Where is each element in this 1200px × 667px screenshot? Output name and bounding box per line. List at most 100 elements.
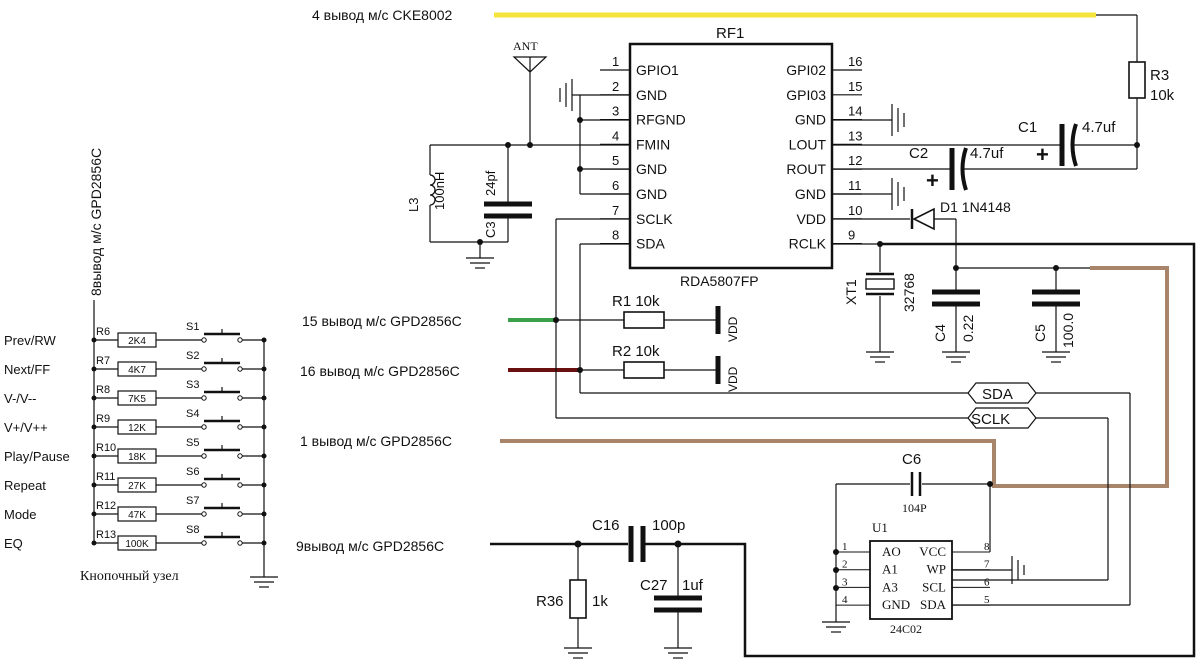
- rf1-pin-number: 16: [848, 54, 862, 69]
- u1-pin-name: SDA: [920, 597, 947, 612]
- r36-value-label: 1k: [592, 593, 608, 610]
- u1-pin-number: 6: [984, 576, 990, 588]
- button-switch-ref: S2: [186, 350, 199, 362]
- c1-plus-sign: +: [1036, 142, 1049, 167]
- rf1-pin-name: GPI03: [786, 87, 826, 103]
- c5-ref-label: C5: [1032, 324, 1048, 342]
- rf1-pin-number: 9: [848, 228, 855, 243]
- rf1-pin-name: FMIN: [636, 136, 670, 152]
- u1-pin-number: 4: [842, 594, 848, 606]
- u1-pin-number: 8: [984, 541, 990, 553]
- c3-ref-label: C3: [483, 221, 498, 238]
- u1-pin-number: 7: [984, 559, 990, 571]
- u1-pin-name: SCL: [922, 579, 946, 594]
- u1-pin-name: A1: [882, 562, 898, 577]
- r2-vdd-label: VDD: [726, 366, 740, 392]
- rf1-pin-name: GPI02: [786, 62, 826, 78]
- button-function-label: V-/V--: [4, 391, 37, 406]
- r3-ref-label: R3: [1150, 67, 1169, 84]
- gpd1-signal-line: [500, 266, 1169, 488]
- button-function-label: EQ: [4, 536, 23, 551]
- c2-plus-sign: +: [926, 168, 939, 193]
- button-resistor-ref: R6: [96, 326, 110, 338]
- button-resistor-value: 18K: [128, 452, 146, 463]
- u1-ground-symbol: [822, 621, 850, 633]
- rf1-pin-name: SDA: [636, 236, 665, 252]
- rf1-pin-name: ROUT: [786, 161, 826, 177]
- u1-pin-number: 1: [842, 541, 848, 553]
- r1-label: R1 10k: [612, 293, 660, 310]
- button-resistor-ref: R12: [96, 500, 116, 512]
- gpd9-connection-label: 9вывод м/с GPD2856C: [296, 538, 444, 554]
- button-resistor-ref: R8: [96, 384, 110, 396]
- button-switch-ref: S1: [186, 321, 199, 333]
- button-function-label: Mode: [4, 507, 37, 522]
- u1-wp-ground-symbol: [1011, 556, 1025, 584]
- rf1-pin-name: LOUT: [789, 136, 827, 152]
- button-resistor-value: 47K: [128, 510, 146, 521]
- xt1-value-label: 32768: [901, 273, 917, 312]
- u1-pin-name: WP: [927, 562, 947, 577]
- r3-value-label: 10k: [1150, 87, 1175, 104]
- gpd1-connection-label: 1 вывод м/с GPD2856C: [300, 433, 452, 449]
- button-switch-ref: S8: [186, 524, 199, 536]
- c4-ground-symbol: [942, 351, 970, 363]
- c27-value-label: 1uf: [682, 577, 704, 594]
- r36-ref-label: R36: [536, 593, 564, 610]
- button-block-caption: Кнопочный узел: [80, 569, 179, 584]
- c16-ref-label: C16: [592, 517, 620, 534]
- rf1-pin-number: 4: [612, 128, 619, 143]
- button-resistor-value: 12K: [128, 423, 146, 434]
- rf1-pin-number: 7: [612, 203, 619, 218]
- gpd16-connection-label: 16 вывод м/с GPD2856C: [300, 363, 460, 379]
- rf1-pin-name: RCLK: [789, 236, 827, 252]
- button-block-ground-symbol: [250, 576, 278, 588]
- c4-ref-label: C4: [932, 324, 948, 342]
- rf1-pin-name: GND: [636, 186, 667, 202]
- c3-value-label: 24pf: [483, 170, 498, 196]
- u1-ref-label: U1: [872, 520, 888, 535]
- rf1-pin-number: 13: [848, 128, 862, 143]
- button-function-label: Next/FF: [4, 362, 50, 377]
- rf1-pin-number: 11: [848, 178, 862, 193]
- c3-ground-symbol: [466, 257, 494, 269]
- u1-part-label-text: 24C02: [890, 622, 922, 636]
- rf1-pin-name: GPIO1: [636, 62, 679, 78]
- r1-resistor: [623, 311, 665, 329]
- button-switch-ref: S5: [186, 437, 199, 449]
- u1-pin-number: 3: [842, 576, 848, 588]
- rf1-pin-number: 3: [612, 104, 619, 119]
- button-function-label: Play/Pause: [4, 449, 70, 464]
- rf1-pin-name: GND: [795, 186, 826, 202]
- rfgnd-ground-symbol: [559, 79, 573, 111]
- button-function-label: V+/V++: [4, 420, 48, 435]
- c4-value-label: 0.22: [960, 315, 976, 342]
- rf1-pin-number: 6: [612, 178, 619, 193]
- c16-value-label: 100p: [652, 517, 685, 534]
- rf1-chip-body: [628, 42, 834, 270]
- xt1-ref-label: XT1: [843, 279, 859, 305]
- c5-value-label: 100.0: [1060, 313, 1076, 348]
- button-resistor-ref: R7: [96, 355, 110, 367]
- rf1-pin-name: VDD: [796, 211, 826, 227]
- c27-ref-label: C27: [640, 577, 668, 594]
- c1-value-label: 4.7uf: [1082, 119, 1116, 136]
- rf1-pin-name: SCLK: [636, 211, 673, 227]
- u1-pin-name: GND: [882, 597, 910, 612]
- rf1-pin-number: 15: [848, 79, 862, 94]
- button-resistor-ref: R10: [96, 442, 116, 454]
- button-resistor-ref: R13: [96, 529, 116, 541]
- gpd8-connection-label: 8вывод м/с GPD2856C: [88, 148, 104, 296]
- rf1-part-label: RDA5807FP: [680, 273, 759, 289]
- button-function-label: Repeat: [4, 478, 46, 493]
- r2-resistor: [623, 361, 665, 379]
- button-function-label: Prev/RW: [4, 333, 56, 348]
- gpd15-connection-label: 15 вывод м/с GPD2856C: [302, 313, 462, 329]
- button-resistor-ref: R9: [96, 413, 110, 425]
